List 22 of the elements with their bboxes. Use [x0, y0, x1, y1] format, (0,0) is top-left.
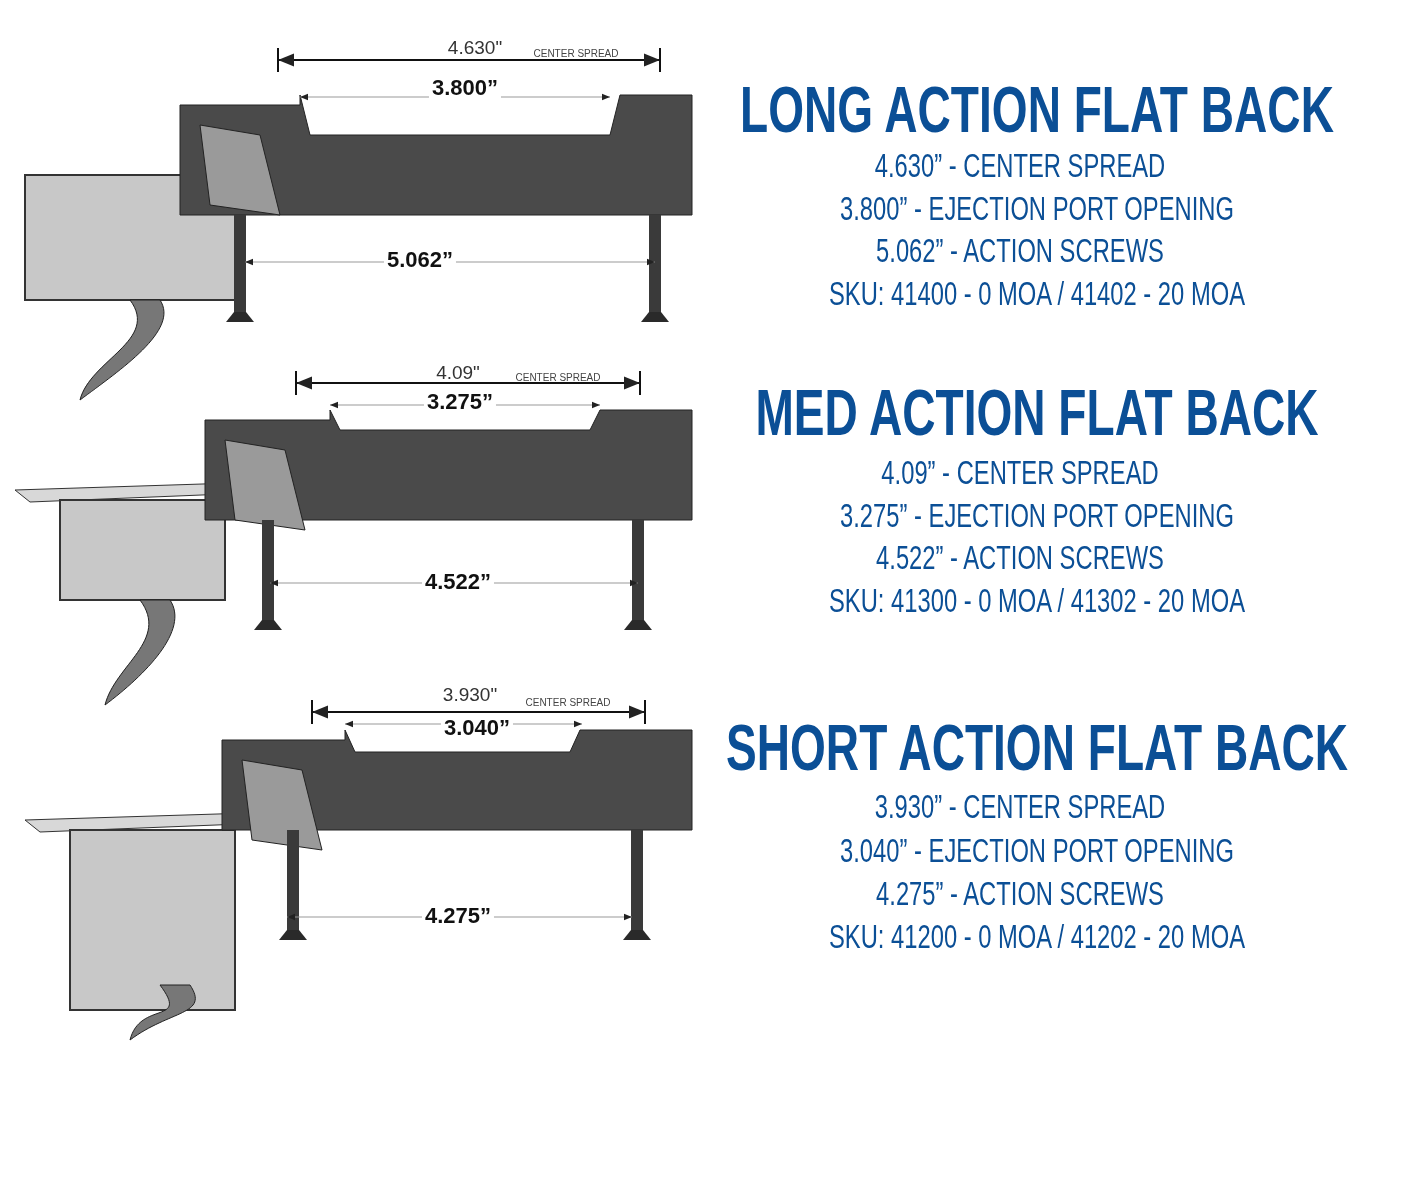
dimension-label: 3.800” [428, 77, 502, 99]
spec-line: 4.522” - ACTION SCREWS [876, 540, 1164, 574]
action-title: LONG ACTION FLAT BACK [740, 78, 1334, 142]
center-spread-dimension: 3.930" [442, 684, 498, 704]
spec-line: 3.800” - EJECTION PORT OPENING [840, 191, 1234, 225]
spec-line: 5.062” - ACTION SCREWS [876, 233, 1164, 267]
center-spread-dimension: 4.09" [436, 362, 480, 382]
spec-line: 3.040” - EJECTION PORT OPENING [840, 833, 1234, 867]
spec-line: SKU: 41400 - 0 MOA / 41402 - 20 MOA [829, 276, 1245, 310]
spec-line: 3.275” - EJECTION PORT OPENING [840, 498, 1234, 532]
center-spread-dimension: 4.630" [447, 37, 503, 57]
spec-line: SKU: 41200 - 0 MOA / 41202 - 20 MOA [829, 919, 1245, 953]
spec-line: SKU: 41300 - 0 MOA / 41302 - 20 MOA [829, 583, 1245, 617]
action-title: SHORT ACTION FLAT BACK [726, 716, 1348, 780]
center-spread-note: CENTER SPREAD [515, 373, 601, 383]
spec-line: 4.275” - ACTION SCREWS [876, 876, 1164, 910]
center-spread-note: CENTER SPREAD [533, 49, 619, 59]
spec-line: 3.930” - CENTER SPREAD [874, 789, 1166, 823]
center-spread-note: CENTER SPREAD [525, 698, 611, 708]
spec-line: 4.09” - CENTER SPREAD [881, 455, 1159, 489]
spec-line: 4.630” - CENTER SPREAD [874, 148, 1166, 182]
action-title: MED ACTION FLAT BACK [755, 381, 1319, 445]
